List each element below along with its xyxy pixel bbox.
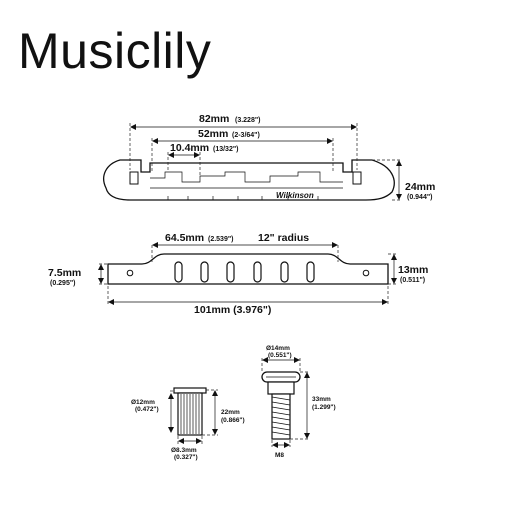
dim-64-5mm-inch-label: (2.539"): [208, 236, 234, 243]
dim-d8-3-inch-label: (0.327"): [174, 454, 198, 461]
stud-group: Ø14mm (0.551") 33mm (1.299") M8: [261, 345, 336, 459]
dim-7-5mm-label: 7.5mm: [48, 267, 81, 279]
dim-33mm-inch-label: (1.299"): [312, 404, 336, 411]
left-stud-slot: [129, 171, 139, 185]
insert-knurling: [180, 394, 200, 434]
right-stud-hole: [362, 269, 370, 277]
dim-d12-label: Ø12mm: [131, 399, 155, 406]
tailpiece-front-body: [107, 253, 389, 285]
top-view-group: Wilkinson 82mm (3.228") 52mm (2-3/64") 1…: [103, 113, 435, 201]
dim-24mm-label: 24mm: [405, 181, 435, 193]
bridge-logo: Wilkinson: [276, 191, 314, 200]
dim-22mm-label: 22mm: [221, 409, 240, 416]
dim-10-4mm-label: 10.4mm: [170, 142, 209, 154]
brand-title: Musiclily: [18, 23, 212, 79]
dim-10-4mm-inch-label: (13/32"): [213, 146, 239, 153]
radius-label: 12" radius: [258, 232, 309, 244]
dim-52mm-inch-label: (2-3/64"): [232, 132, 260, 139]
dim-d14-label: Ø14mm: [266, 345, 290, 352]
thread-m8-label: M8: [275, 452, 284, 459]
dim-64-5mm-label: 64.5mm: [165, 232, 204, 244]
dim-82mm-inch-label: (3.228"): [235, 117, 261, 124]
dim-33mm-label: 33mm: [312, 396, 331, 403]
left-stud-hole: [126, 269, 134, 277]
dim-13mm-inch-label: (0.511"): [400, 277, 425, 284]
dim-d14-inch-label: (0.551"): [268, 352, 292, 359]
dim-7-5mm-inch-label: (0.295"): [50, 280, 76, 287]
dim-82mm-label: 82mm: [199, 113, 229, 125]
stud-collar: [267, 381, 295, 395]
string-notch-marks: [167, 196, 319, 200]
dim-24mm-inch-label: (0.944"): [407, 194, 433, 201]
dim-52mm-label: 52mm: [198, 128, 228, 140]
saddle-posts: [174, 261, 315, 283]
dim-22mm-inch-label: (0.866"): [221, 417, 245, 424]
front-view-group: 64.5mm (2.539") 12" radius 7.5mm (0.295"…: [48, 232, 428, 316]
insert-group: Ø12mm (0.472") 22mm (0.866") Ø8.3mm (0.3…: [131, 387, 245, 461]
string-slots-profile: [150, 171, 343, 183]
dim-13mm-label: 13mm: [398, 264, 428, 276]
dim-101mm-label: 101mm (3.976"): [194, 304, 271, 316]
right-stud-slot: [352, 171, 362, 185]
stud-threads: [271, 396, 291, 436]
tailpiece-top-body: [103, 159, 395, 201]
dim-d12-inch-label: (0.472"): [135, 406, 159, 413]
insert-flange: [173, 387, 207, 394]
dim-d8-3-label: Ø8.3mm: [171, 447, 197, 454]
